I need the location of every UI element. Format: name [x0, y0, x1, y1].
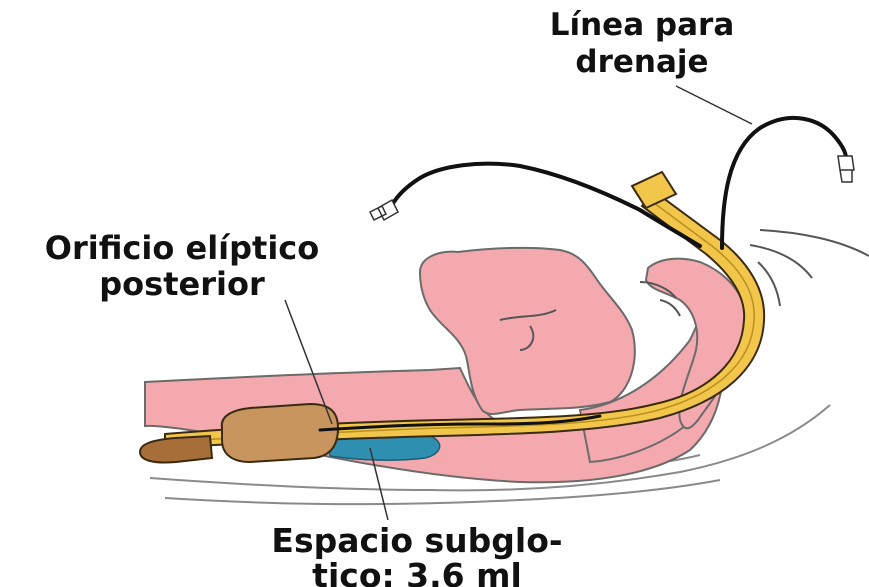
- label-drainage-line: Línea para drenaje: [512, 10, 772, 78]
- tube-cuff: [222, 404, 338, 462]
- neck-contour: [750, 230, 869, 306]
- label-posterior-orifice-2: posterior: [2, 268, 362, 300]
- label-posterior-orifice-1: Orificio elíptico: [2, 232, 362, 264]
- label-subglottic-space: Espacio subglo- tico: 3.6 ml: [222, 524, 612, 587]
- suction-connector-left: [370, 200, 398, 220]
- leader-drainage: [676, 86, 752, 124]
- drainage-connector-right: [838, 156, 854, 182]
- label-posterior-orifice: Orificio elíptico posterior: [2, 232, 362, 300]
- drainage-arc: [722, 118, 846, 248]
- label-subglottic-space-2: tico: 3.6 ml: [222, 559, 612, 587]
- label-drainage-line-2: drenaje: [512, 47, 772, 78]
- label-subglottic-space-1: Espacio subglo-: [222, 524, 612, 557]
- tube-tip: [140, 436, 212, 463]
- label-drainage-line-1: Línea para: [512, 10, 772, 41]
